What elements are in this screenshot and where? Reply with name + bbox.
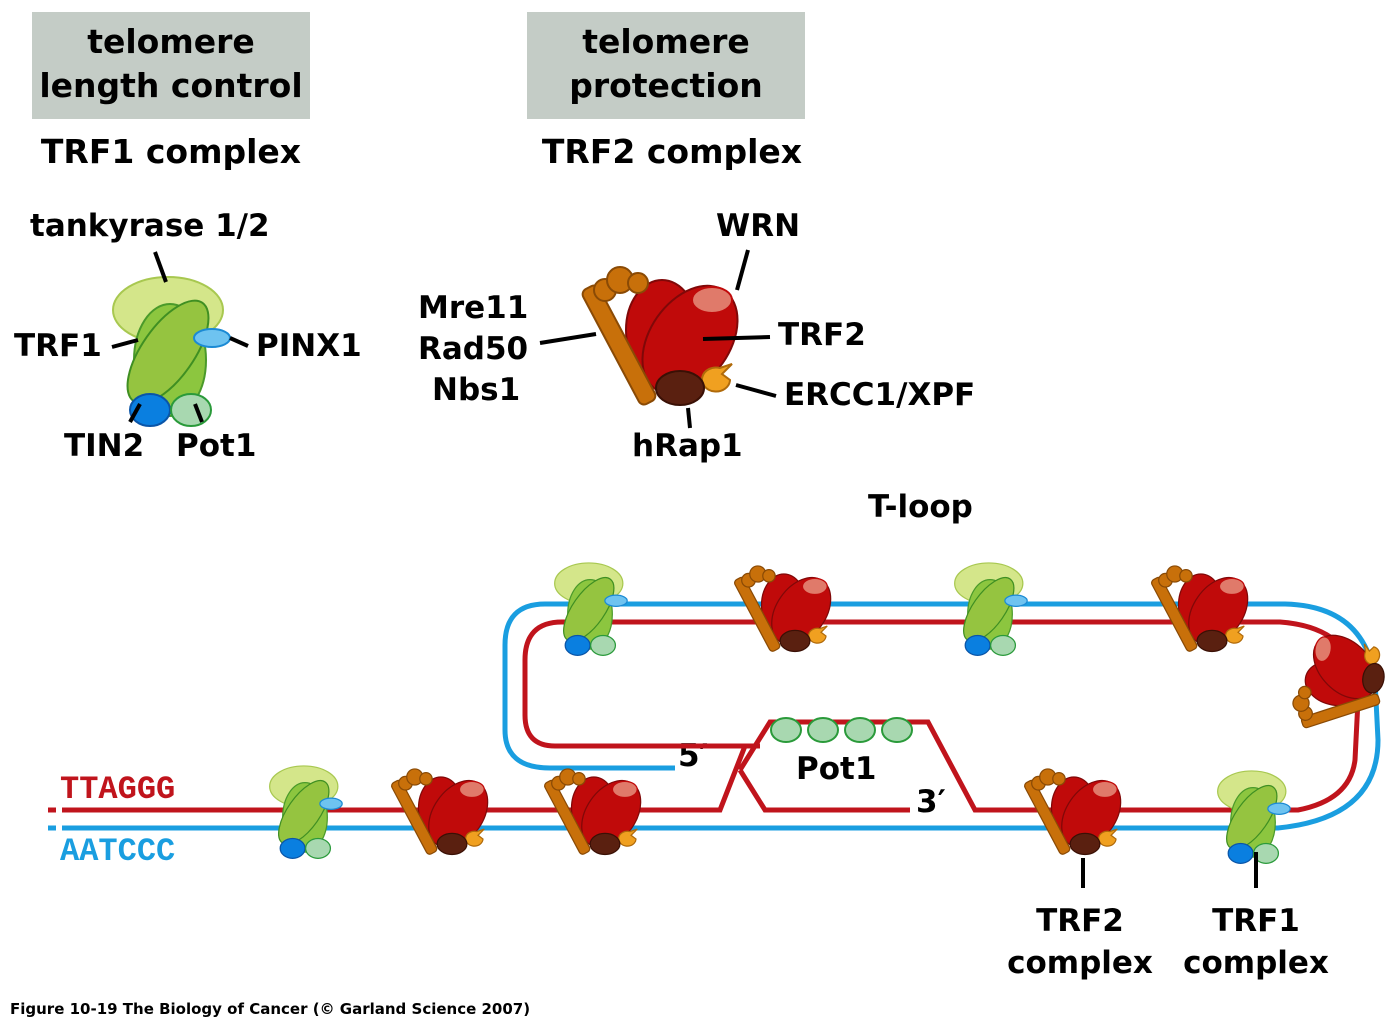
leader-pot1 [193,403,204,423]
header-box-protection: telomere protection [527,12,805,119]
leader-hrap1 [686,407,692,429]
label-mre11: Mre11 [418,290,529,326]
pot1-unit [807,717,839,743]
trf1-leader-lines [111,251,249,423]
g-strand-overhang [737,768,910,813]
leader-trf1 [111,338,139,349]
pot1-unit [844,717,876,743]
leader-mrn [539,332,597,345]
label-wrn: WRN [716,208,801,244]
trf2-complex-bottom-3 [1022,768,1134,860]
label-trf1: TRF1 [14,328,102,364]
callout-trf2-complex: TRF2 complex [1000,900,1160,984]
label-tin2: TIN2 [64,428,145,464]
trf1-complex-bottom-2 [1216,770,1291,864]
leader-trf2 [702,335,771,341]
pot1-unit [770,717,802,743]
header-line1: telomere [582,22,750,61]
tloop-complexes [268,562,1398,864]
trf1-complex-top-1 [553,562,628,656]
leader-pinx1 [229,336,249,348]
three-prime-label: 3′ [916,784,946,820]
trf2-complex-top-1 [732,565,844,657]
trf2-complex-title: TRF2 complex [541,132,803,171]
header-box-length-control: telomere length control [32,12,310,119]
leader-wrn [735,249,750,291]
label-hrap1: hRap1 [632,428,743,464]
g-strand [48,619,1361,813]
pot1-chain [770,717,913,743]
callout-trf2-line1: TRF2 [1036,903,1124,939]
leader-ercc1 [735,383,777,398]
dna-strands [48,601,1381,831]
label-nbs1: Nbs1 [432,372,521,408]
leader-tin2 [128,403,142,423]
c-strand [48,601,1381,831]
callout-trf1-line2: complex [1183,945,1329,981]
label-pot1-top: Pot1 [176,428,257,464]
trf1-complex-top-2 [953,562,1028,656]
label-rad50: Rad50 [418,331,529,367]
label-pinx1: PINX1 [256,328,362,364]
sequence-g-strand: TTAGGG [60,771,176,808]
label-ercc1-xpf: ERCC1/XPF [784,377,976,413]
tloop-title: T-loop [868,489,973,525]
sequence-c-strand: AATCCC [60,833,176,870]
header-line1: telomere [87,22,255,61]
callout-lines [1081,852,1258,888]
callout-trf2-line2: complex [1007,945,1153,981]
header-line2: length control [39,66,303,105]
figure-caption: Figure 10-19 The Biology of Cancer (© Ga… [10,1000,531,1018]
trf1-complex-title: TRF1 complex [40,132,302,171]
label-tankyrase: tankyrase 1/2 [30,208,270,244]
trf2-complex-bottom-2 [542,768,654,860]
trf1-complex-illustration [111,276,231,427]
trf2-complex-rotated [1288,617,1398,743]
callout-trf1-line1: TRF1 [1212,903,1300,939]
leader-tankyrase [153,251,168,283]
label-trf2: TRF2 [778,317,866,353]
trf2-leader-lines [539,249,777,429]
trf2-complex-top-2 [1149,565,1261,657]
pot1-tloop-label: Pot1 [796,751,877,787]
trf2-complex-bottom-1 [389,768,501,860]
pot1-unit [881,717,913,743]
callout-trf1-complex: TRF1 complex [1176,900,1336,984]
header-line2: protection [569,66,763,105]
